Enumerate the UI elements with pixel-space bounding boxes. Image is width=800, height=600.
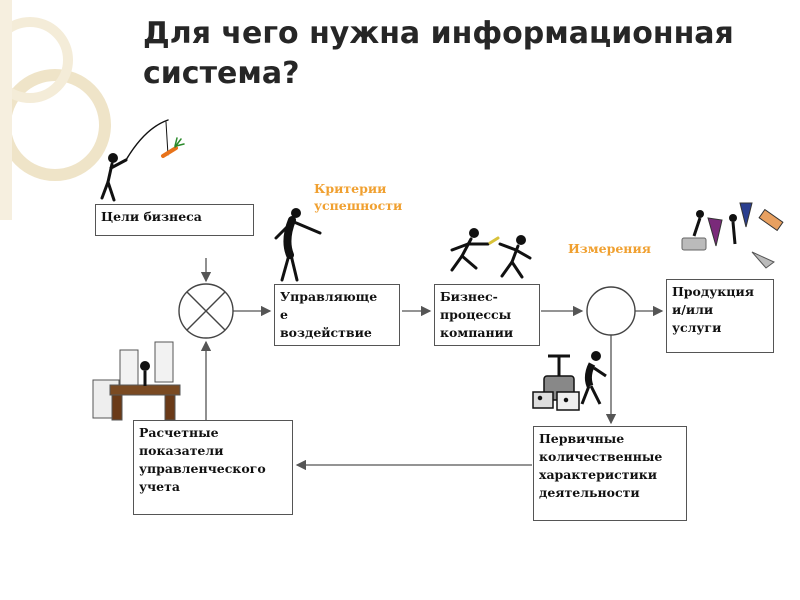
scales-icon — [532, 351, 607, 411]
office-desk-papers-icon — [92, 341, 181, 421]
relay-runners-icon — [450, 228, 532, 279]
comparator-circle — [178, 283, 234, 339]
stick-figure-carrot-icon — [100, 119, 185, 202]
slide-title: Для чего нужна информационная система? — [143, 16, 734, 91]
label-success-criteria: Критерии успешности — [314, 181, 403, 213]
node-business-processes: Бизнес- процессы компании — [434, 284, 540, 346]
label-measurements: Измерения — [568, 241, 651, 256]
decorative-rings — [0, 0, 111, 220]
summing-circle — [586, 286, 636, 336]
node-control-action: Управляюще е воздействие — [274, 284, 400, 346]
node-accounting-indicators: Расчетные показатели управленческого уче… — [133, 420, 293, 515]
stick-figure-pointing-icon — [274, 208, 322, 282]
node-products-services: Продукция и/или услуги — [666, 279, 774, 353]
products-icon — [681, 202, 784, 269]
node-primary-characteristics: Первичные количественные характеристики … — [533, 426, 687, 521]
node-business-goals: Цели бизнеса — [95, 204, 254, 236]
